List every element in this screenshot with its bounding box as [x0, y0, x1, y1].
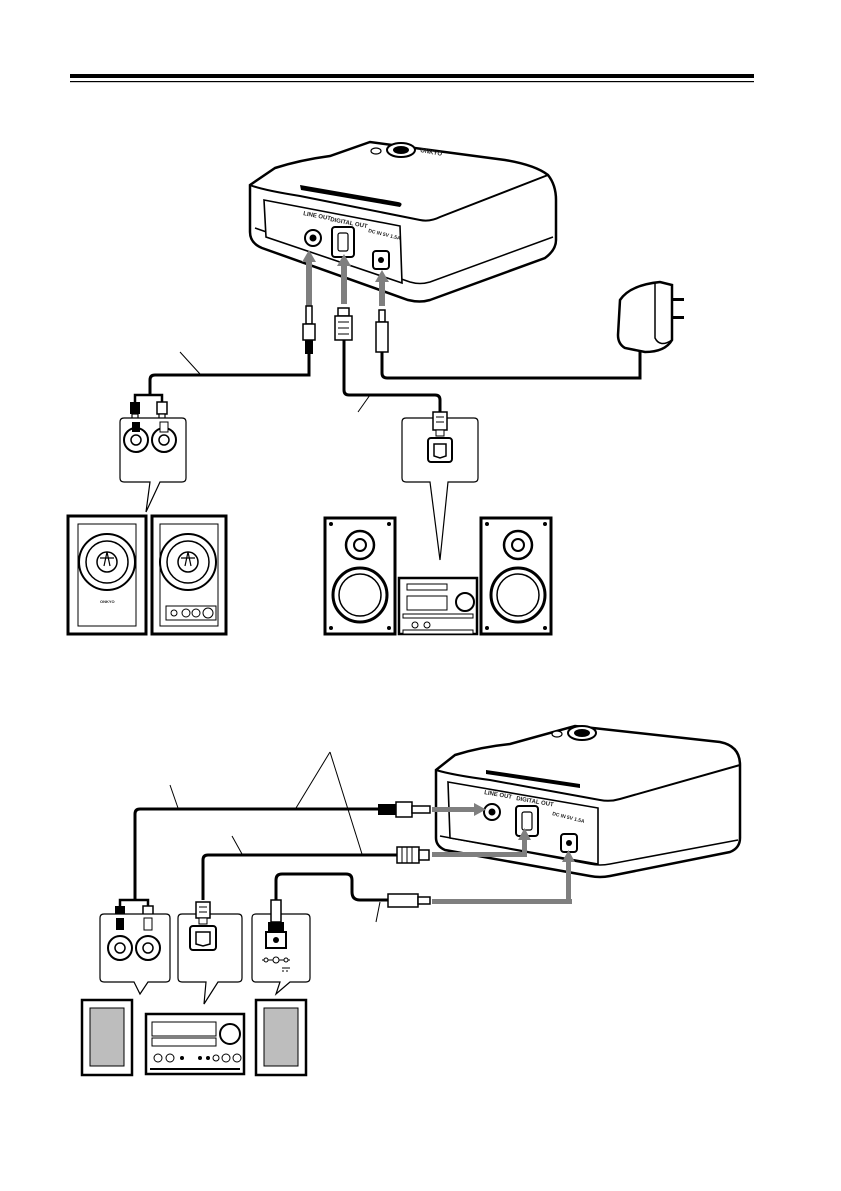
bottom-diagram: LINE OUT DIGITAL OUT DC IN 5V 1.5A [82, 726, 740, 1075]
callout-rca-jacks-top [120, 418, 186, 512]
ac-adapter [618, 282, 684, 365]
header-rule [70, 74, 754, 82]
callout-optical-jack-bottom [178, 902, 242, 1004]
device-top: ONKYO LINE OUT DIGITAL OUT DC IN 5V 1.5A [250, 142, 556, 302]
powered-speaker-right [152, 516, 226, 634]
callout-dc-jack-bottom [252, 900, 310, 994]
cables-bottom [135, 752, 397, 922]
stereo-system-bottom [82, 1000, 306, 1075]
optical-plug-top [335, 308, 352, 340]
mini-plug-bottom [378, 802, 430, 817]
callout-optical-jack-top [402, 412, 478, 560]
powered-speaker-left: ONKYO [68, 516, 146, 634]
dc-plug-top [376, 310, 388, 352]
top-diagram: ONKYO LINE OUT DIGITAL OUT DC IN 5V 1.5A [68, 142, 684, 634]
callout-rca-jacks-bottom [100, 914, 170, 994]
dc-plug-bottom [388, 894, 430, 907]
optical-plug-bottom [397, 847, 429, 863]
speaker-brand-left: ONKYO [100, 599, 115, 604]
mini-plug-top [303, 306, 315, 354]
cables-top [150, 340, 640, 412]
